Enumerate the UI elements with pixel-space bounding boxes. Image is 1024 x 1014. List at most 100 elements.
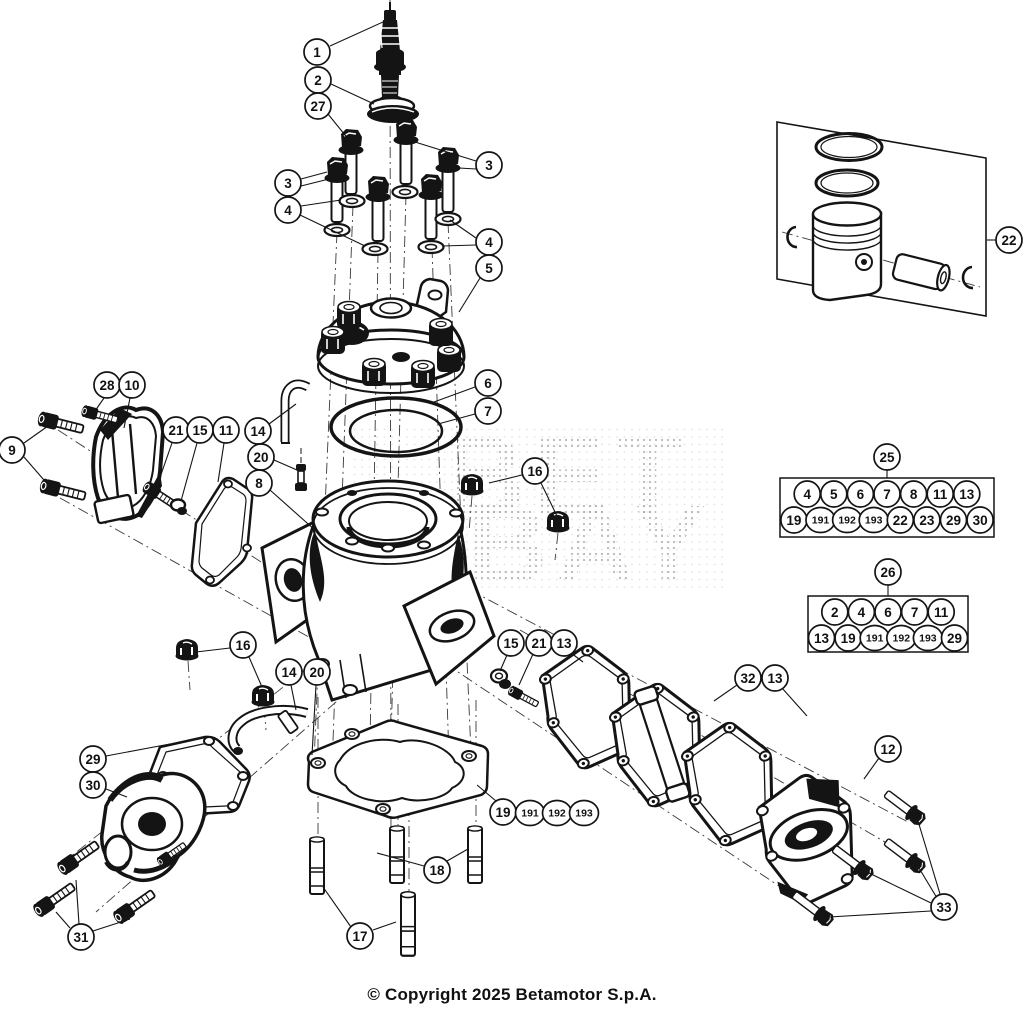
callout-balloon[interactable]: 26 — [874, 558, 902, 586]
callout-balloon[interactable]: 29 — [79, 745, 107, 773]
callout-balloon[interactable]: 17 — [346, 922, 374, 950]
callout-balloon[interactable]: 29 — [940, 624, 969, 652]
callout-balloon[interactable]: 192 — [831, 506, 863, 534]
callout-balloon[interactable]: 7 — [474, 397, 502, 425]
callout-number: 30 — [85, 778, 100, 793]
callout-number: 19 — [495, 805, 510, 820]
callout-balloon[interactable]: 192 — [541, 799, 573, 827]
callout-number: 14 — [281, 665, 297, 680]
callout-balloon[interactable]: 191 — [805, 506, 836, 534]
callout-balloon[interactable]: 191 — [859, 624, 891, 652]
callout-number: 5 — [830, 487, 838, 502]
watermark-line2: BAY — [468, 483, 714, 606]
callout-balloon[interactable]: 19 — [489, 798, 517, 826]
callout-balloon[interactable]: 15 — [497, 629, 525, 657]
callout-balloon[interactable]: 21 — [162, 416, 190, 444]
leader-lines — [23, 21, 996, 932]
callout-number: 193 — [865, 515, 883, 527]
callout-balloon[interactable]: 5 — [475, 254, 503, 282]
callout-number: 192 — [548, 808, 566, 820]
callout-balloon[interactable]: 3 — [475, 151, 503, 179]
callout-balloon[interactable]: 8 — [245, 469, 273, 497]
callout-balloon[interactable]: 191 — [514, 799, 546, 827]
callout-number: 31 — [73, 930, 89, 945]
callout-balloon[interactable]: 30 — [79, 771, 107, 799]
callout-balloon[interactable]: 16 — [521, 457, 549, 485]
callout-number: 4 — [284, 203, 292, 218]
callout-balloon[interactable]: 13 — [761, 664, 789, 692]
callout-balloon[interactable]: 3 — [274, 169, 302, 197]
callout-balloon[interactable]: 5 — [819, 480, 848, 508]
callout-balloon[interactable]: 4 — [274, 196, 302, 224]
callout-balloon[interactable]: 4 — [847, 598, 876, 626]
o-ring-inner — [348, 408, 444, 454]
callout-balloon[interactable]: 31 — [67, 923, 95, 951]
powervalve-cover — [100, 771, 207, 883]
callout-balloon[interactable]: 19 — [834, 624, 862, 652]
callout-balloon[interactable]: 193 — [858, 506, 890, 534]
callout-balloon[interactable]: 23 — [913, 506, 941, 534]
callout-number: 26 — [880, 565, 896, 580]
callout-number: 4 — [485, 235, 493, 250]
callout-balloon[interactable]: 7 — [873, 480, 901, 508]
callout-balloon[interactable]: 13 — [952, 480, 981, 508]
callout-balloon[interactable]: 193 — [568, 799, 600, 827]
callout-balloon[interactable]: 13 — [807, 624, 836, 652]
callout-number: 11 — [933, 487, 948, 502]
callout-number: 17 — [352, 929, 367, 944]
callout-balloon[interactable]: 2 — [820, 598, 849, 626]
callout-balloon[interactable]: 11 — [212, 416, 240, 444]
callout-number: 191 — [866, 633, 884, 645]
callout-number: 15 — [503, 636, 519, 651]
callout-balloon[interactable]: 19 — [780, 506, 808, 534]
callout-balloon[interactable]: 14 — [275, 658, 303, 686]
reed-valve — [755, 773, 854, 905]
callout-balloon[interactable]: 22 — [995, 226, 1023, 254]
callout-balloon[interactable]: 20 — [303, 658, 331, 686]
callout-balloon[interactable]: 29 — [939, 506, 968, 534]
callout-balloon[interactable]: 4 — [475, 228, 503, 256]
callout-number: 13 — [959, 487, 975, 502]
callout-balloon[interactable]: 11 — [926, 480, 955, 508]
callout-balloon[interactable]: 192 — [885, 624, 917, 652]
callout-balloon[interactable]: 6 — [474, 369, 502, 397]
callout-balloon[interactable]: 13 — [550, 629, 578, 657]
callout-number: 3 — [485, 158, 493, 173]
callout-number: 8 — [255, 476, 263, 491]
callout-number: 27 — [310, 99, 325, 114]
callout-balloon[interactable]: 2 — [304, 66, 332, 94]
callout-balloon[interactable]: 15 — [186, 416, 214, 444]
callout-balloon[interactable]: 20 — [247, 443, 275, 471]
callout-balloon[interactable]: 11 — [927, 598, 956, 626]
callout-balloon[interactable]: 6 — [846, 480, 875, 508]
callout-balloon[interactable]: 12 — [874, 735, 902, 763]
callout-balloon[interactable]: 8 — [899, 480, 928, 508]
callout-balloon[interactable]: 16 — [229, 631, 257, 659]
callout-balloon[interactable]: 25 — [873, 443, 901, 471]
callout-balloon[interactable]: 22 — [886, 506, 915, 534]
callout-balloon[interactable]: 6 — [874, 598, 902, 626]
callout-balloon[interactable]: 21 — [525, 629, 553, 657]
callout-balloon[interactable]: 193 — [912, 624, 944, 652]
reed-cover-gasket — [190, 476, 254, 587]
callout-balloon[interactable]: 9 — [0, 436, 26, 464]
callout-number: 2 — [314, 73, 322, 88]
callout-balloon[interactable]: 10 — [118, 371, 146, 399]
callout-balloon[interactable]: 4 — [793, 480, 822, 508]
callout-balloon[interactable]: 7 — [900, 598, 929, 626]
callout-balloon[interactable]: 14 — [244, 417, 272, 445]
callout-balloon[interactable]: 33 — [930, 893, 958, 921]
callout-balloon[interactable]: 1 — [303, 38, 331, 66]
callout-balloon[interactable]: 32 — [734, 664, 762, 692]
callout-balloon[interactable]: 28 — [93, 371, 121, 399]
washer-15-mid — [489, 668, 511, 689]
callout-balloon[interactable]: 27 — [304, 92, 332, 120]
callout-number: 21 — [531, 636, 547, 651]
callout-number: 16 — [235, 638, 251, 653]
banjo-fitting — [295, 448, 307, 491]
callout-balloon[interactable]: 18 — [423, 856, 451, 884]
callout-balloon[interactable]: 30 — [966, 506, 994, 534]
